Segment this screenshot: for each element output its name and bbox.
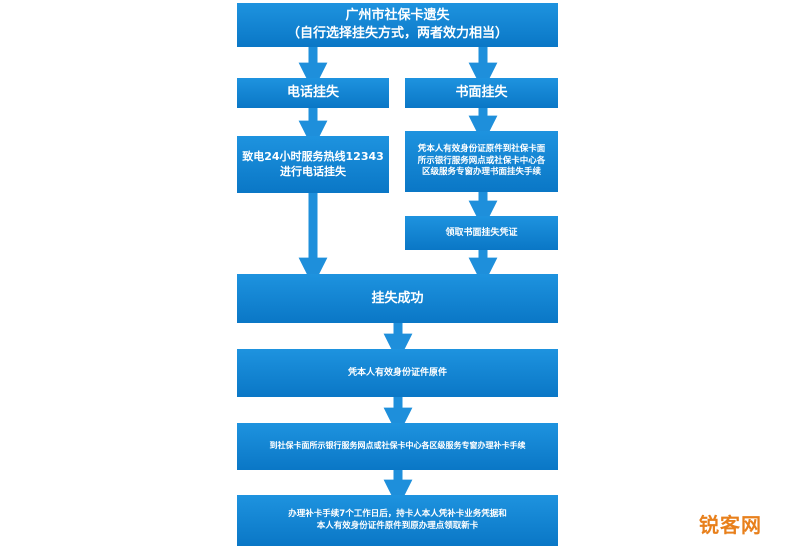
reissue-step-3: 办理补卡手续7个工作日后，持卡人本人凭补卡业务凭据和 本人有效身份证件原件到原办… (237, 495, 558, 546)
written-report-header: 书面挂失 (405, 78, 558, 108)
written-report-step: 凭本人有效身份证原件到社保卡面 所示银行服务网点或社保卡中心各 区级服务专窗办理… (405, 131, 558, 192)
written-receipt-step: 领取书面挂失凭证 (405, 216, 558, 250)
reissue-step-2: 到社保卡面所示银行服务网点或社保卡中心各区级服务专窗办理补卡手续 (237, 423, 558, 470)
reissue-step-1: 凭本人有效身份证件原件 (237, 349, 558, 397)
phone-report-step: 致电24小时服务热线12343 进行电话挂失 (237, 136, 389, 193)
title-box: 广州市社保卡遗失 （自行选择挂失方式，两者效力相当） (237, 3, 558, 47)
phone-report-header: 电话挂失 (237, 78, 389, 108)
title-line2: （自行选择挂失方式，两者效力相当） (286, 26, 508, 41)
title-line1: 广州市社保卡遗失 (345, 8, 450, 24)
site-watermark: 锐客网 (699, 513, 762, 537)
report-success-box: 挂失成功 (237, 274, 558, 323)
